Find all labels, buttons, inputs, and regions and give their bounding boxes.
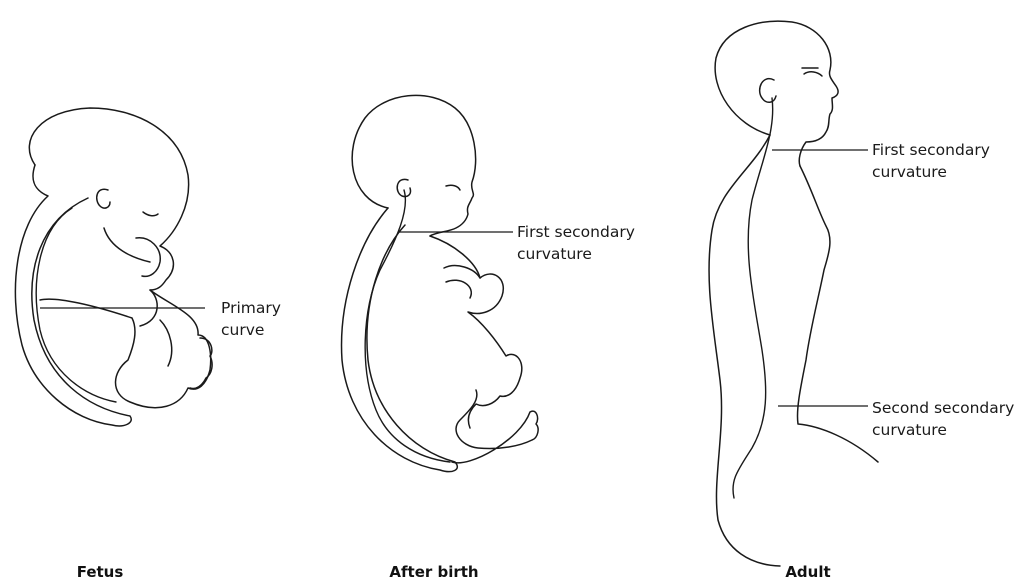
adult-caption: Adult — [785, 563, 830, 581]
fetus-body-outline — [29, 108, 210, 408]
after-birth-figure — [342, 95, 539, 471]
adult-first-secondary-line2: curvature — [872, 161, 990, 183]
after-birth-spine — [365, 190, 450, 462]
primary-curve-label-line2: curve — [221, 319, 281, 341]
after-birth-eye — [446, 185, 460, 190]
after-birth-first-secondary-line1: First secondary — [517, 221, 635, 243]
adult-back-outline — [709, 135, 780, 566]
after-birth-first-secondary-label: First secondary curvature — [517, 221, 635, 265]
fetus-back-tail-outline — [15, 165, 131, 426]
adult-spine — [733, 98, 773, 498]
adult-first-secondary-label: First secondary curvature — [872, 139, 990, 183]
after-birth-head-outline — [352, 95, 475, 236]
adult-second-secondary-line1: Second secondary — [872, 397, 1014, 419]
after-birth-arm — [444, 266, 480, 298]
fetus-eye — [143, 212, 158, 216]
adult-second-secondary-line2: curvature — [872, 419, 1014, 441]
primary-curve-label-line1: Primary — [221, 297, 281, 319]
adult-head-outline — [715, 21, 838, 166]
after-birth-first-secondary-line2: curvature — [517, 243, 635, 265]
adult-figure — [709, 21, 878, 566]
fetus-figure — [15, 108, 212, 426]
fetus-caption: Fetus — [77, 563, 124, 581]
adult-ear — [760, 79, 776, 103]
adult-eye — [802, 68, 822, 76]
after-birth-ear — [397, 179, 410, 196]
after-birth-back-outline — [342, 208, 458, 472]
fetus-ear — [97, 189, 110, 208]
adult-front-outline — [797, 166, 878, 462]
fetus-spine — [36, 208, 116, 402]
adult-second-secondary-label: Second secondary curvature — [872, 397, 1014, 441]
primary-curve-label: Primary curve — [221, 297, 281, 341]
adult-first-secondary-line1: First secondary — [872, 139, 990, 161]
after-birth-caption: After birth — [389, 563, 478, 581]
fetus-arm — [104, 228, 160, 276]
